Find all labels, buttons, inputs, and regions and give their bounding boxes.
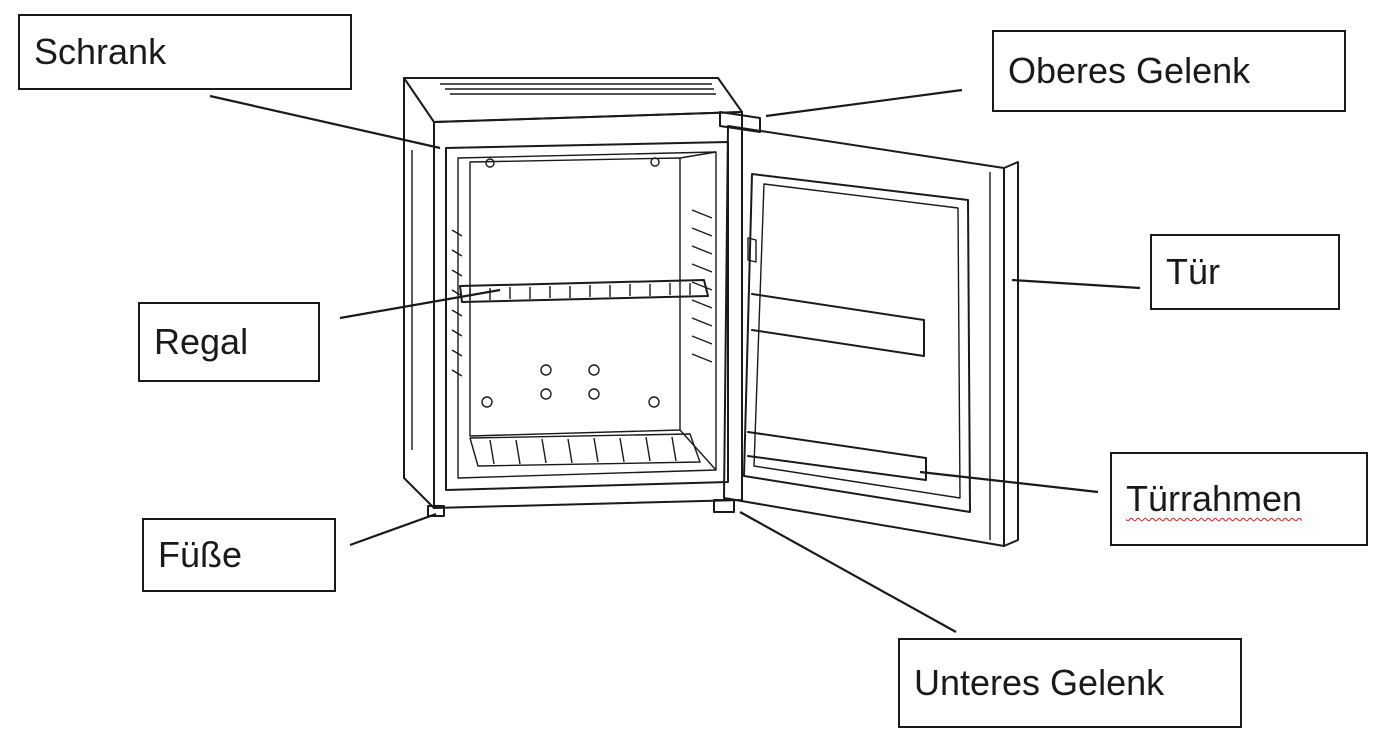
label-tuerrahmen-text: Türrahmen (1126, 478, 1303, 519)
label-unteres-gelenk: Unteres Gelenk (898, 638, 1242, 728)
leader-tuer (1011, 278, 1141, 290)
label-oberes-gelenk-text: Oberes Gelenk (1008, 50, 1251, 91)
leader-unteres-gelenk (739, 511, 957, 633)
label-oberes-gelenk: Oberes Gelenk (992, 30, 1346, 112)
label-unteres-gelenk-text: Unteres Gelenk (914, 662, 1165, 703)
cabinet-body (403, 77, 743, 517)
leader-fuesse (349, 512, 437, 547)
label-tuer: Tür (1150, 234, 1340, 310)
label-regal: Regal (138, 302, 320, 382)
leader-lines (209, 88, 1141, 633)
label-tuerrahmen: Türrahmen (1110, 452, 1368, 546)
door-drawing (719, 111, 1019, 547)
label-regal-text: Regal (154, 321, 249, 362)
label-fuesse-text: Füße (158, 534, 243, 575)
label-fuesse: Füße (142, 518, 336, 592)
leader-oberes-gelenk (765, 88, 963, 118)
leader-tuerrahmen (919, 470, 1099, 494)
label-schrank-text: Schrank (34, 31, 167, 72)
leader-schrank (209, 94, 441, 150)
label-tuer-text: Tür (1166, 251, 1220, 292)
leader-regal (339, 288, 501, 320)
label-schrank: Schrank (18, 14, 352, 90)
